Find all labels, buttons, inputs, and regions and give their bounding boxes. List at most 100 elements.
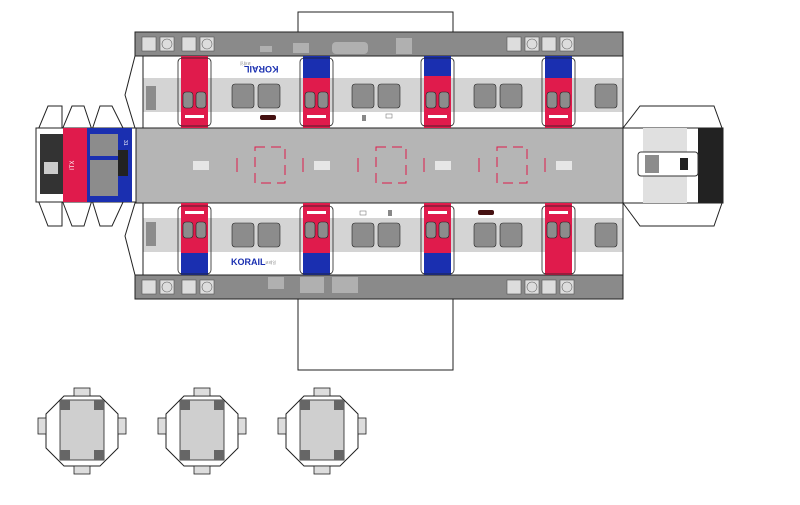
window-bottom — [257, 222, 281, 248]
window-bottom — [473, 222, 497, 248]
door-window — [304, 221, 316, 239]
door-bottom-lower — [545, 253, 572, 275]
roof-vent — [396, 38, 412, 54]
door-plate — [185, 115, 204, 118]
bogie-wheel-mark — [60, 450, 70, 460]
window-top — [499, 83, 523, 109]
floor-door-outline — [375, 146, 407, 184]
underfloor-box — [300, 277, 324, 293]
door-top-blue-band — [424, 56, 451, 76]
window-bottom — [499, 222, 523, 248]
nose-number: 31 — [122, 140, 128, 146]
door-window — [317, 91, 329, 109]
roof-equipment — [332, 42, 368, 54]
door-frame — [299, 57, 334, 127]
bogie-hub — [161, 281, 173, 293]
bogie-hub — [161, 38, 173, 50]
door-top-blue-band — [303, 56, 330, 76]
nose-label: ITX — [70, 161, 76, 170]
bogie-hub — [201, 38, 213, 50]
marker-light — [260, 115, 276, 120]
marker-light — [478, 210, 494, 215]
door-frame — [299, 205, 334, 275]
bogie-tab — [73, 387, 91, 397]
bogie-wheel-mark — [60, 400, 70, 410]
bogie-hub — [526, 38, 538, 50]
bogie-hub — [201, 281, 213, 293]
door-window — [195, 221, 207, 239]
bogie-hub — [526, 281, 538, 293]
bogie-wheel — [141, 36, 157, 52]
bogie-wheel-mark — [334, 400, 344, 410]
roof-tab-top — [297, 11, 454, 33]
door-plate — [307, 211, 326, 214]
bogie-hub — [561, 281, 573, 293]
cab-wing-bottom — [124, 202, 144, 276]
bogie-wheel-mark — [300, 450, 310, 460]
window-top — [231, 83, 255, 109]
cab-window-top — [146, 86, 156, 110]
bogie-wheel-mark — [334, 450, 344, 460]
door-bottom-lower — [303, 253, 330, 275]
roof-strip-top — [134, 31, 624, 57]
window-bottom — [594, 222, 618, 248]
door-plate — [549, 211, 568, 214]
bogie-wheel-mark — [214, 400, 224, 410]
door-frame — [177, 205, 212, 275]
door-top-upper — [181, 56, 208, 78]
brand-subtext-top: 코레일 — [240, 61, 251, 67]
window-top — [473, 83, 497, 109]
bogie-wheel — [506, 36, 522, 52]
bogie-tab — [193, 387, 211, 397]
bogie-tab — [193, 465, 211, 475]
bogie-tab — [37, 417, 47, 435]
door-window — [317, 221, 329, 239]
floor-mark — [314, 161, 330, 170]
door-bottom-lower — [181, 253, 208, 275]
bogie-wheel-mark — [180, 400, 190, 410]
underfloor-box — [332, 277, 358, 293]
bogie-tab — [313, 387, 331, 397]
bogie-tab — [313, 465, 331, 475]
bogie-wheel-mark — [94, 450, 104, 460]
door-top-upper — [545, 56, 572, 78]
bogie-wheel — [541, 36, 557, 52]
door-plate — [307, 115, 326, 118]
repeated-parts — [37, 36, 618, 475]
door-window — [438, 221, 450, 239]
door-frame — [541, 57, 576, 127]
window-bottom — [351, 222, 375, 248]
door-frame — [420, 57, 455, 127]
cab-window-bottom — [146, 222, 156, 246]
roof-tab-bottom — [297, 297, 454, 371]
door-window — [438, 91, 450, 109]
floor-mark — [193, 161, 209, 170]
door-plate — [549, 115, 568, 118]
floor-door-outline — [254, 146, 286, 184]
small-sign — [388, 210, 392, 216]
door-window — [182, 91, 194, 109]
floor-door-outline — [496, 146, 528, 184]
bogie-tab — [157, 417, 167, 435]
door-plate — [185, 211, 204, 214]
door-window — [304, 91, 316, 109]
bogie-tab — [73, 465, 91, 475]
roof-vent — [260, 46, 272, 52]
bogie-wheel-mark — [180, 450, 190, 460]
window-top — [377, 83, 401, 109]
brand-logo-bottom: KORAIL — [231, 257, 266, 267]
floor-mark — [556, 161, 572, 170]
bogie-wheel — [506, 279, 522, 295]
roof-strip-bottom — [134, 274, 624, 300]
door-frame — [541, 205, 576, 275]
bogie-wheel — [141, 279, 157, 295]
floor-mark — [435, 161, 451, 170]
door-window — [546, 91, 558, 109]
door-window — [546, 221, 558, 239]
small-sign — [362, 115, 366, 121]
door-window — [559, 91, 571, 109]
window-bottom — [231, 222, 255, 248]
brand-subtext-bottom: 코레일 — [265, 259, 276, 265]
cab-wing-top — [124, 55, 144, 129]
